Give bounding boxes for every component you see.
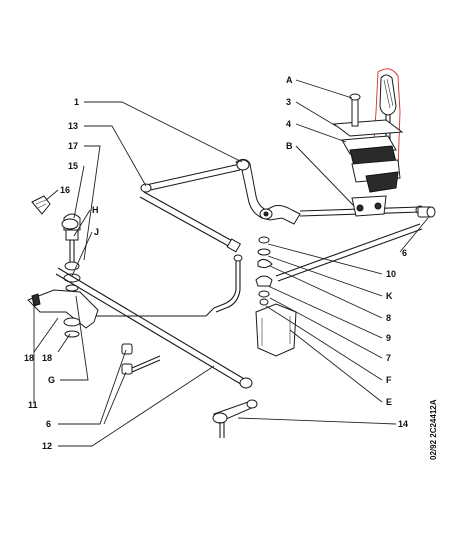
end-bushing-6 bbox=[417, 206, 436, 218]
lever-housing bbox=[332, 93, 404, 217]
leader-lines bbox=[33, 79, 429, 447]
callout-E: E bbox=[386, 397, 392, 407]
callout-6-bottom: 6 bbox=[46, 419, 51, 429]
pivot-stack-center bbox=[255, 236, 297, 357]
callout-18-right: 18 bbox=[42, 353, 52, 363]
part-16 bbox=[31, 195, 51, 215]
callout-18-left: 18 bbox=[24, 353, 34, 363]
callout-K: K bbox=[386, 291, 393, 301]
callout-9: 9 bbox=[386, 333, 391, 343]
reference-stamp: 02/92 2C24412A bbox=[429, 399, 438, 460]
callout-12: 12 bbox=[42, 441, 52, 451]
crank-14 bbox=[212, 399, 258, 438]
callout-11: 11 bbox=[28, 400, 38, 410]
shift-rod-curved bbox=[205, 254, 243, 317]
callout-A: A bbox=[286, 75, 293, 85]
callout-J: J bbox=[94, 227, 99, 237]
part-15-cap bbox=[61, 218, 79, 230]
callout-15: 15 bbox=[68, 161, 78, 171]
callout-13: 13 bbox=[68, 121, 78, 131]
rod-10 bbox=[275, 223, 423, 282]
callout-17: 17 bbox=[68, 141, 78, 151]
callout-16: 16 bbox=[60, 185, 70, 195]
callout-7: 7 bbox=[386, 353, 391, 363]
callout-B: B bbox=[286, 141, 293, 151]
callout-6-top: 6 bbox=[402, 248, 407, 258]
callout-labels: A 3 4 B 1 13 15 17 16 H J 6 10 K 8 9 7 F… bbox=[24, 75, 408, 451]
callout-14: 14 bbox=[398, 419, 408, 429]
rod-13 bbox=[139, 191, 242, 253]
lower-lever-assembly bbox=[27, 213, 99, 338]
callout-1: 1 bbox=[74, 97, 79, 107]
callout-H: H bbox=[92, 205, 99, 215]
selector-crank-1 bbox=[140, 158, 301, 225]
callout-F: F bbox=[386, 375, 392, 385]
callout-8: 8 bbox=[386, 313, 391, 323]
callout-G: G bbox=[48, 375, 55, 385]
callout-3: 3 bbox=[286, 97, 291, 107]
callout-4: 4 bbox=[286, 119, 291, 129]
callout-10: 10 bbox=[386, 269, 396, 279]
bushings-6-lower bbox=[121, 343, 161, 375]
